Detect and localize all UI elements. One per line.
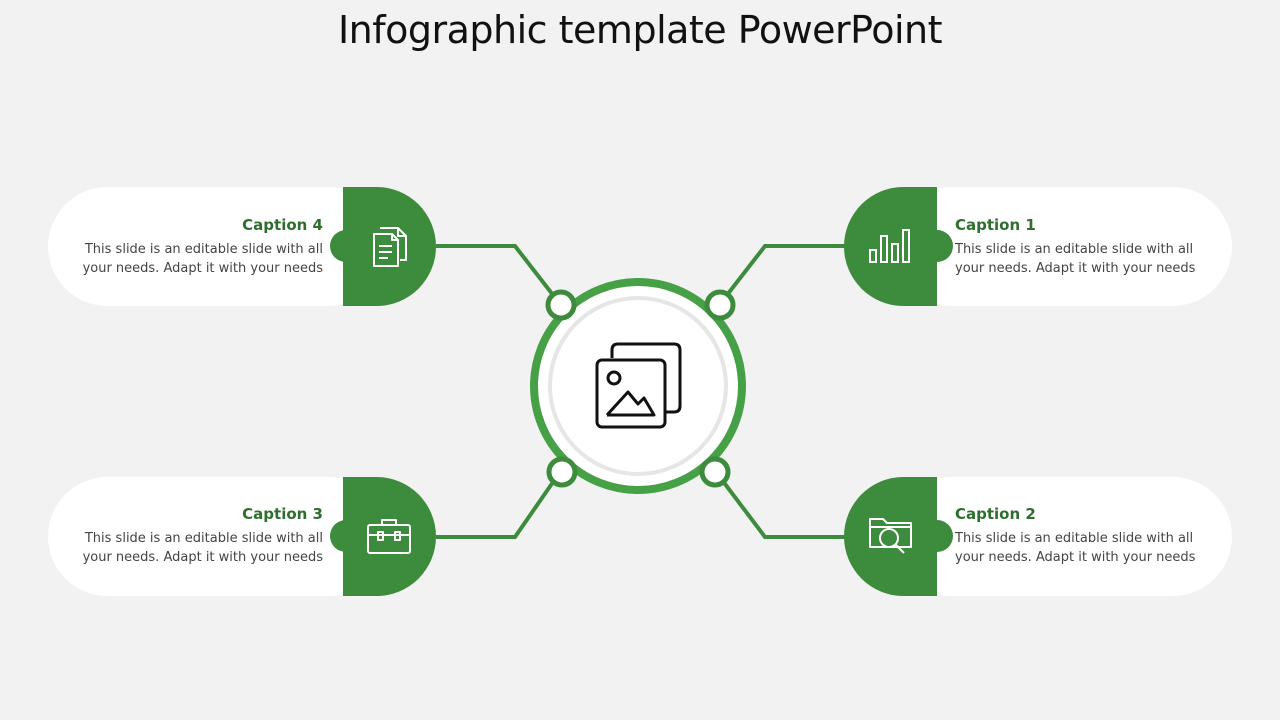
caption-1-title: Caption 1 xyxy=(955,216,1036,234)
images-icon xyxy=(595,342,682,429)
caption-2-title: Caption 2 xyxy=(955,505,1036,523)
caption-3-title: Caption 3 xyxy=(242,505,323,523)
hub-node-bottom-left xyxy=(546,456,578,488)
connector-caption-4 xyxy=(436,244,562,306)
icon-tab-caption-3 xyxy=(343,477,436,596)
hub-node-top-left xyxy=(545,289,577,321)
caption-2-text: This slide is an editable slide with all… xyxy=(955,531,1196,565)
connector-caption-3 xyxy=(436,470,562,539)
icon-tab-caption-1 xyxy=(844,187,937,306)
folder-search-icon xyxy=(869,518,912,554)
briefcase-icon xyxy=(367,519,411,554)
connector-caption-1 xyxy=(718,244,845,306)
page-title: Infographic template PowerPoint xyxy=(337,8,943,52)
caption-3-text: This slide is an editable slide with all… xyxy=(82,531,323,565)
bar-chart-icon xyxy=(869,229,910,263)
hub-core xyxy=(552,300,724,472)
caption-4-text: This slide is an editable slide with all… xyxy=(82,242,323,276)
hub-node-bottom-right xyxy=(699,456,731,488)
documents-icon xyxy=(373,227,407,267)
caption-1-text: This slide is an editable slide with all… xyxy=(955,242,1196,276)
caption-4-title: Caption 4 xyxy=(242,216,323,234)
icon-tab-caption-2 xyxy=(844,477,937,596)
hub-node-top-right xyxy=(704,289,736,321)
connector-caption-2 xyxy=(714,470,845,539)
